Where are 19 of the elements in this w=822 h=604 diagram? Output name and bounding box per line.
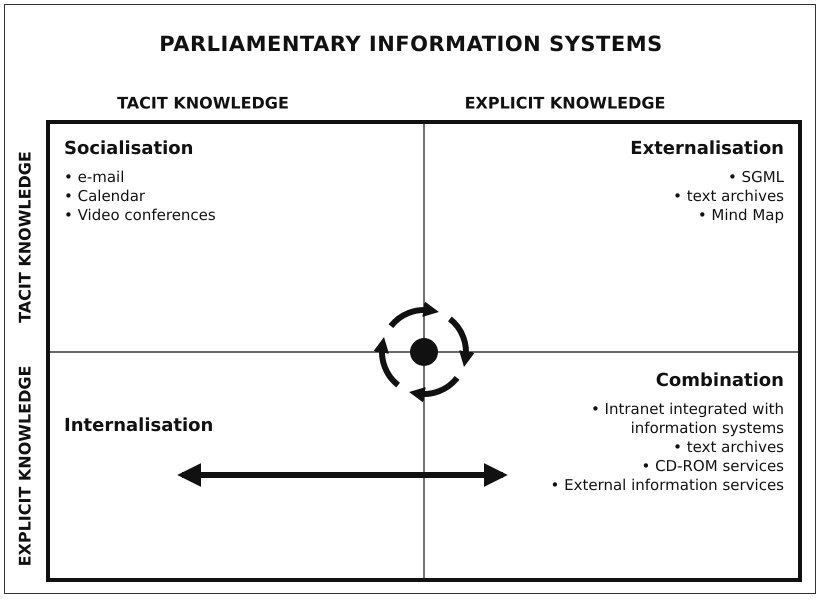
list-item: • Mind Map — [696, 206, 784, 225]
list-item: • SGML — [726, 168, 784, 187]
list-item: • External information services — [549, 476, 784, 495]
row-header: TACIT KNOWLEDGE — [16, 151, 34, 323]
column-header: TACIT KNOWLEDGE — [117, 94, 289, 112]
list-item: • CD-ROM services — [640, 457, 784, 476]
list-item: • Intranet integrated with information systems — [590, 400, 784, 438]
list-item: • e-mail — [64, 168, 126, 187]
list-item: • Video conferences — [64, 206, 217, 225]
list-item: • text archives — [672, 187, 784, 206]
diagram-title: PARLIAMENTARY INFORMATION SYSTEMS — [158, 32, 664, 56]
quadrant-heading: Socialisation — [64, 138, 194, 160]
list-item: • Calendar — [64, 187, 146, 206]
column-header: EXPLICIT KNOWLEDGE — [464, 94, 666, 112]
row-header: EXPLICIT KNOWLEDGE — [16, 366, 34, 566]
quadrant-heading: Combination — [654, 370, 784, 392]
quadrant-heading: Externalisation — [629, 138, 784, 160]
quadrant-heading: Internalisation — [64, 415, 214, 437]
list-item: • text archives — [672, 438, 784, 457]
